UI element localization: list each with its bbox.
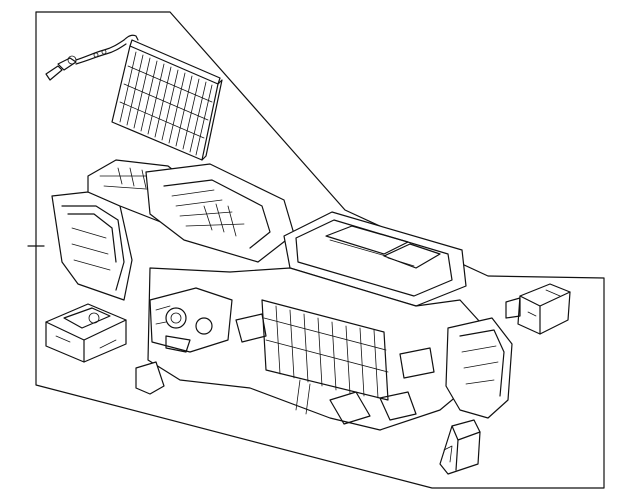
heater-ac-housing-assembly bbox=[51, 159, 513, 431]
blend-door-actuator bbox=[45, 303, 127, 363]
assembly-boundary-outline bbox=[27, 11, 605, 489]
cabin-air-filter bbox=[111, 39, 223, 161]
bracket bbox=[439, 419, 481, 475]
temperature-sensor bbox=[45, 34, 139, 81]
mode-door-actuator bbox=[505, 283, 571, 335]
